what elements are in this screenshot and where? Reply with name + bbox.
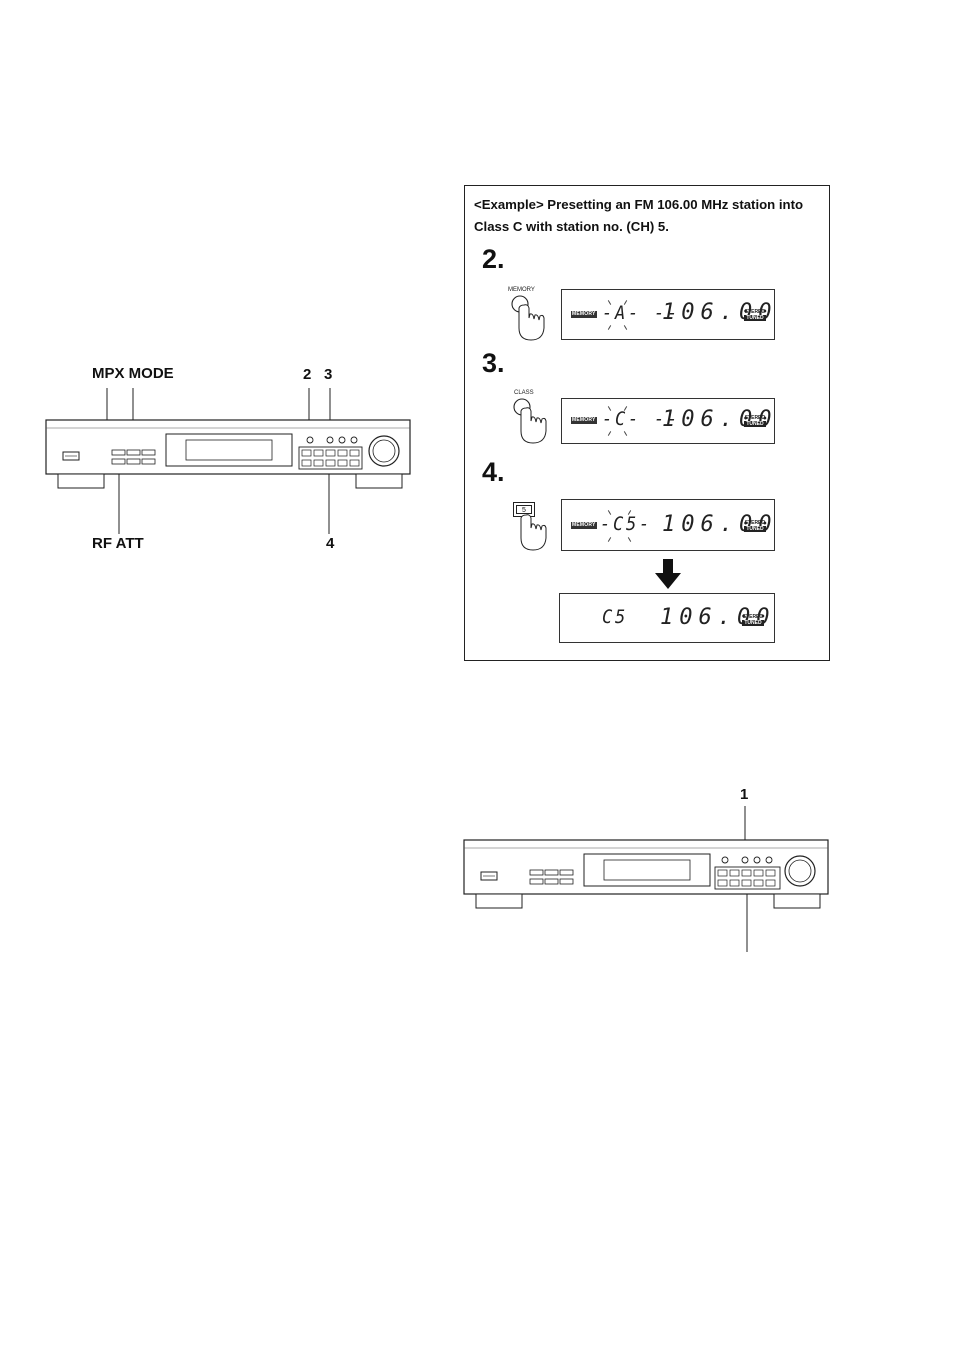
memory-button-label: MEMORY xyxy=(508,287,535,293)
stereo-tuned-indicator: STEREO TUNED xyxy=(744,415,766,427)
blink-mark xyxy=(628,537,631,542)
lcd-class-chars: -C5- xyxy=(600,513,652,535)
blink-mark xyxy=(624,431,627,436)
lcd-display-result: C5 106.00 STEREO TUNED xyxy=(559,593,775,643)
stereo-tuned-indicator: STEREO TUNED xyxy=(744,520,766,532)
blink-mark xyxy=(608,537,611,542)
lcd-display-step2: MEMORY -A- -- 106.00 STEREO TUNED xyxy=(561,289,775,340)
lcd-class-chars: C5 xyxy=(602,606,628,628)
example-box: <Example> Presetting an FM 106.00 MHz st… xyxy=(464,185,830,661)
arrow-down-icon xyxy=(655,559,681,589)
step-number: 2. xyxy=(482,244,505,275)
number-button-press-icon xyxy=(509,508,555,554)
blink-mark xyxy=(624,325,627,330)
lcd-display-step4: MEMORY -C5- 106.00 STEREO TUNED xyxy=(561,499,775,551)
example-title: <Example> Presetting an FM 106.00 MHz st… xyxy=(474,194,826,238)
blink-mark xyxy=(608,431,611,436)
step-number: 3. xyxy=(482,348,505,379)
tuner-illustration-bottom xyxy=(458,800,838,960)
step-number: 4. xyxy=(482,457,505,488)
memory-indicator: MEMORY xyxy=(571,311,597,318)
lcd-display-step3: MEMORY -C- -- 106.00 STEREO TUNED xyxy=(561,398,775,444)
class-button-label: CLASS xyxy=(514,390,534,396)
memory-indicator: MEMORY xyxy=(571,522,597,529)
memory-indicator: MEMORY xyxy=(571,417,597,424)
stereo-tuned-indicator: STEREO TUNED xyxy=(742,614,764,626)
stereo-tuned-indicator: STEREO TUNED xyxy=(744,309,766,321)
class-button-press-icon xyxy=(507,397,553,447)
memory-button-press-icon xyxy=(505,294,551,344)
tuner-illustration-top xyxy=(40,380,420,540)
blink-mark xyxy=(608,325,611,330)
